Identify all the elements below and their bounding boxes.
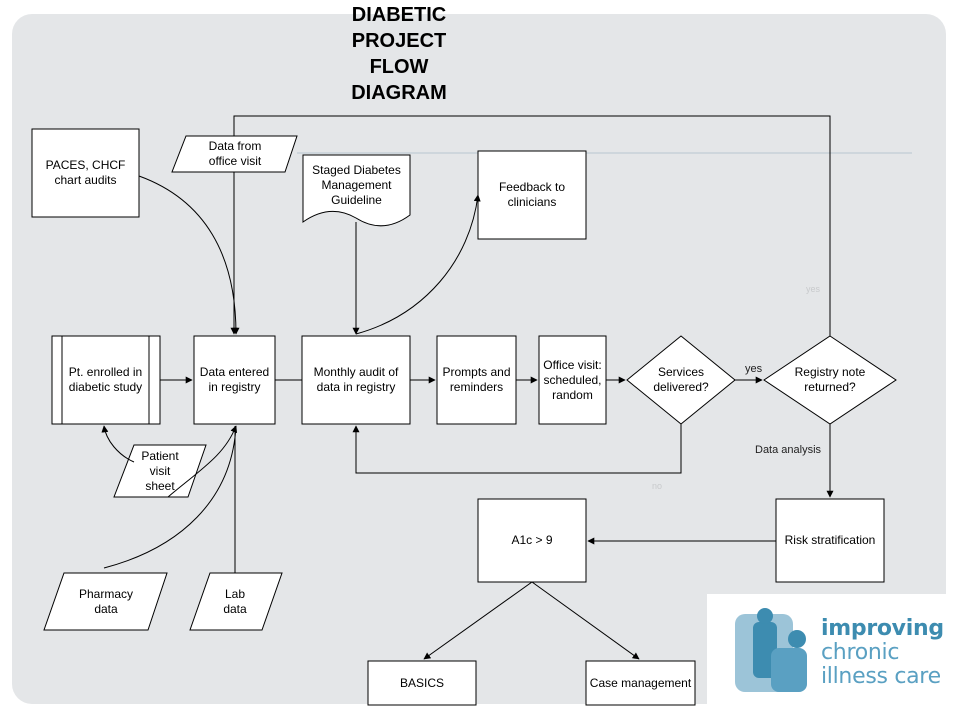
node-basics-label: BASICS — [399, 675, 444, 690]
node-pharmacy-label: Pharmacy data — [78, 586, 134, 616]
node-office-data-shape — [171, 135, 298, 173]
logo-text-improving: improving — [821, 616, 944, 641]
edge-a1c-to-case — [531, 581, 640, 660]
edge-sheet-data-curve — [167, 425, 238, 498]
node-data-entered-box — [193, 335, 276, 425]
edge-a1c-to-basics — [423, 581, 533, 660]
edge-sheet-to-enrolled — [101, 425, 135, 463]
edge-services-no-loop — [352, 424, 682, 474]
node-enrolled-box — [51, 335, 161, 425]
edge-label-yes: yes — [745, 363, 763, 375]
node-patient-sheet-label: Patient visit sheet — [141, 448, 179, 493]
edge-label-no-faint: no — [652, 481, 663, 491]
node-office-data-label: Data from office visit — [208, 139, 262, 168]
node-monthly-audit-label: Monthly audit of data in registry — [313, 365, 399, 394]
node-paces-label: PACES, CHCF chart audits — [45, 158, 126, 187]
node-office-visit-label: Office visit: scheduled, random — [543, 357, 602, 402]
node-registry-label: Registry note returned? — [794, 365, 866, 394]
edge-label-yes-faint: yes — [806, 284, 821, 294]
node-patient-sheet-shape — [113, 444, 207, 498]
node-prompts-label: Prompts and reminders — [442, 365, 511, 394]
node-lab-label: Lab data — [223, 586, 247, 616]
node-pharmacy-shape — [43, 572, 168, 631]
node-enrolled-label: Pt. enrolled in diabetic study — [68, 365, 143, 394]
logo-text-illness-care: illness care — [821, 664, 941, 689]
node-monthly-audit-box — [301, 335, 411, 425]
diagram-title: DIABETIC PROJECT FLOW DIAGRAM — [351, 4, 447, 104]
node-feedback-label: Feedback to clinicians — [498, 180, 566, 209]
node-basics-box — [367, 660, 477, 706]
node-staged-label: Staged Diabetes Management Guideline — [312, 162, 401, 207]
edge-registry-yes-loop — [233, 115, 831, 336]
edge-label-data-analysis: Data analysis — [755, 444, 822, 456]
node-paces-box — [31, 128, 140, 218]
node-lab-shape — [189, 572, 283, 631]
node-case-mgmt-box — [585, 660, 696, 706]
edge-audit-to-feedback — [355, 194, 481, 335]
node-risk-box — [775, 498, 885, 583]
node-services-label: Services delivered? — [653, 365, 709, 394]
node-staged-document — [302, 154, 411, 227]
node-a1c-box — [477, 498, 587, 583]
edge-pharmacy-to-data — [103, 425, 237, 569]
node-feedback-box — [477, 150, 587, 240]
node-a1c-label: A1c > 9 — [511, 533, 553, 547]
edge-paces-to-data — [138, 175, 240, 335]
node-risk-label: Risk stratification — [784, 533, 876, 547]
node-data-entered-label: Data entered in registry — [199, 365, 270, 394]
logo-text-chronic: chronic — [821, 640, 900, 665]
node-case-mgmt-label: Case management — [589, 675, 692, 690]
